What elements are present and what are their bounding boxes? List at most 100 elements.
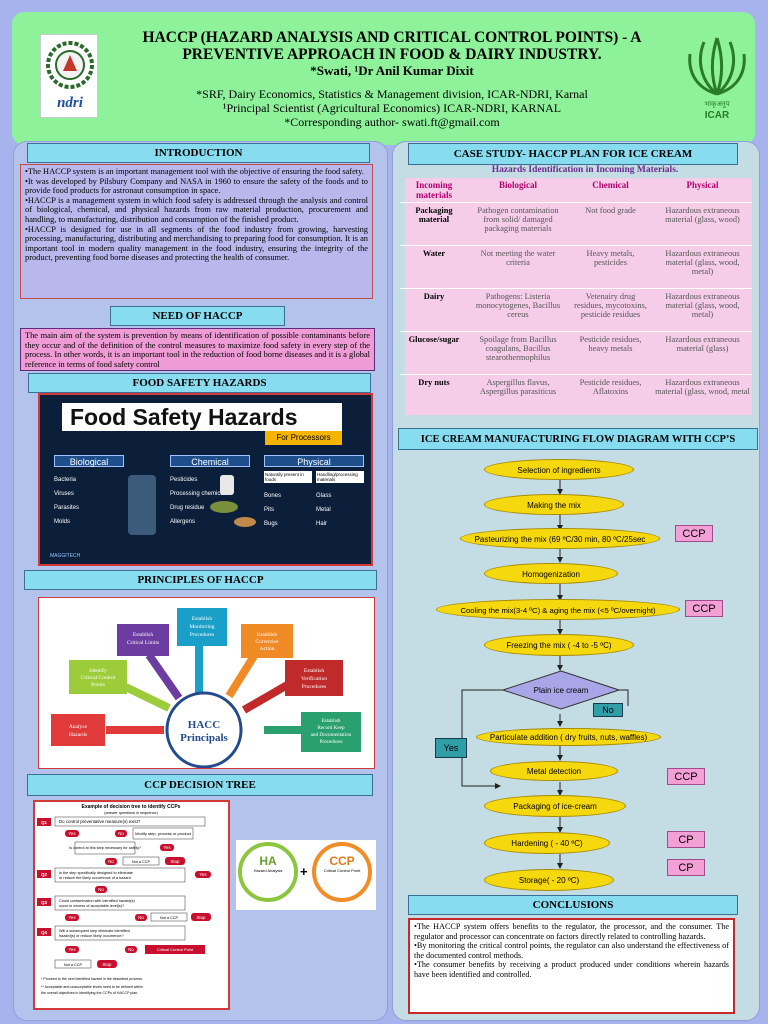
case-heading: CASE STUDY- HACCP PLAN FOR ICE CREAM xyxy=(408,143,738,165)
svg-text:Verification: Verification xyxy=(301,675,327,682)
svg-text:Procedures: Procedures xyxy=(302,684,326,690)
fsh-subtitle: For Processors xyxy=(265,431,342,445)
plus-sign: + xyxy=(300,864,308,879)
svg-text:Is the step specifically desig: Is the step specifically designed to eli… xyxy=(59,871,133,875)
svg-text:or reduce the likely occurrenc: or reduce the likely occurrence of a haz… xyxy=(59,876,131,880)
fsh-brand: MAGGITECH xyxy=(50,553,81,559)
svg-text:Plain ice cream: Plain ice cream xyxy=(534,686,589,695)
fsh-physical: Physical xyxy=(264,455,364,467)
svg-text:Record Keep: Record Keep xyxy=(317,725,345,731)
svg-text:the overall objectives in iden: the overall objectives in identifying th… xyxy=(41,991,138,995)
flow-step-8: Particulate addition ( dry fruits, nuts,… xyxy=(476,728,661,746)
fsh-phys-left: Naturally present in foods xyxy=(264,471,312,483)
cp-tag-storage: CP xyxy=(667,859,705,876)
cp-tag-hardening: CP xyxy=(667,831,705,848)
svg-text:Yes: Yes xyxy=(68,947,76,952)
microbe-image xyxy=(128,475,156,535)
fsh-heading: FOOD SAFETY HAZARDS xyxy=(28,373,371,393)
flow-step-1: Selection of ingredients xyxy=(484,459,634,480)
fsh-bio-item: Molds xyxy=(54,519,71,525)
intro-heading: INTRODUCTION xyxy=(27,143,370,163)
icar-logo: भाकृअनुप ICAR xyxy=(682,32,752,122)
svg-text:Establish: Establish xyxy=(304,668,324,674)
svg-text:Modify step, process or produc: Modify step, process or product xyxy=(135,831,192,836)
svg-text:Establish: Establish xyxy=(321,718,340,724)
fsh-chem-item: Processing chemicals xyxy=(170,491,229,497)
svg-text:Not a CCP: Not a CCP xyxy=(64,963,83,967)
poster-title: HACCP (HAZARD ANALYSIS AND CRITICAL CONT… xyxy=(142,29,642,63)
flow-step-4: Homogenization xyxy=(484,563,618,584)
hazard-table: Incoming materials Biological Chemical P… xyxy=(400,178,752,418)
svg-text:Not a CCP: Not a CCP xyxy=(132,860,151,864)
svg-text:Q4: Q4 xyxy=(41,930,47,935)
flow-step-2: Making the mix xyxy=(484,494,624,515)
authors: *Swati, ¹Dr Anil Kumar Dixit xyxy=(310,63,474,78)
flow-step-12: Storage( - 20 ºC) xyxy=(484,869,614,891)
fsh-biological: Biological xyxy=(54,455,124,467)
svg-text:No: No xyxy=(108,859,114,864)
fsh-chemical: Chemical xyxy=(170,455,250,467)
ndri-logo: ndri xyxy=(40,34,98,118)
svg-text:भाकृअनुप: भाकृअनुप xyxy=(704,101,730,108)
svg-text:Yes: Yes xyxy=(199,872,207,877)
svg-text:No: No xyxy=(98,887,104,892)
svg-text:Establish: Establish xyxy=(133,632,153,638)
svg-text:hazard(s) or reduce likely occ: hazard(s) or reduce likely occurrence? xyxy=(59,934,124,938)
dtree-title: Example of decision tree to identify CCP… xyxy=(82,804,181,810)
svg-text:Critical Control: Critical Control xyxy=(81,675,116,681)
fsh-title: Food Safety Hazards xyxy=(62,403,342,431)
col-header: Physical xyxy=(686,180,719,190)
flow-step-3: Pasteurizing the mix (69 ºC/30 min, 80 º… xyxy=(460,528,660,549)
col-header: Incoming materials xyxy=(415,180,453,200)
svg-text:Hazards: Hazards xyxy=(69,732,87,738)
dtree-q1: Do control preventative measure(s) exist… xyxy=(59,819,141,824)
intro-text: •The HACCP system is an important manage… xyxy=(20,164,373,299)
principles-center-line2: Principals xyxy=(180,732,228,744)
svg-text:Stop: Stop xyxy=(170,859,180,864)
svg-text:No: No xyxy=(128,947,134,952)
ha-ccp-graphic: HA Hazard Analysis + CCP Critical Contro… xyxy=(236,840,376,910)
svg-text:Points: Points xyxy=(91,682,105,688)
fsh-phys-item: Hair xyxy=(316,521,328,527)
affiliation-3: *Corresponding author- swati.ft@gmail.co… xyxy=(284,115,500,129)
svg-text:Monitoring: Monitoring xyxy=(189,624,214,630)
flow-step-9: Metal detection xyxy=(490,761,618,781)
svg-text:Q2: Q2 xyxy=(41,872,47,877)
svg-text:Will a subsequent step elimina: Will a subsequent step eliminate identif… xyxy=(59,929,130,933)
ha-circle: HA Hazard Analysis xyxy=(238,842,298,902)
need-heading: NEED OF HACCP xyxy=(110,306,285,326)
ccp-tag-pasteurizing: CCP xyxy=(675,525,713,542)
svg-text:* Proceed to the next identif: * Proceed to the next identified hazard … xyxy=(41,977,143,981)
fsh-bio-item: Viruses xyxy=(54,491,74,497)
svg-text:Establish: Establish xyxy=(257,632,277,638)
svg-text:Action: Action xyxy=(260,646,275,652)
ccp-tag-cooling: CCP xyxy=(685,600,723,617)
fsh-biological-col: Biological Bacteria Viruses Parasites Mo… xyxy=(54,455,124,555)
flow-step-10: Packaging of ice-cream xyxy=(484,795,626,817)
svg-text:and Documentation: and Documentation xyxy=(311,732,352,738)
svg-text:Critical Control Point: Critical Control Point xyxy=(157,947,194,952)
conclusions-heading: CONCLUSIONS xyxy=(408,895,738,915)
svg-text:Establish: Establish xyxy=(192,616,212,622)
svg-text:Procedures: Procedures xyxy=(190,632,214,638)
dtree-sub: (answer questions in sequence) xyxy=(104,811,158,815)
fsh-chem-item: Drug residue xyxy=(170,505,205,511)
decision-heading: CCP DECISION TREE xyxy=(27,774,373,796)
ccp-decision-tree: Example of decision tree to identify CCP… xyxy=(33,800,230,1010)
svg-text:Stop: Stop xyxy=(196,915,206,920)
col-header: Chemical xyxy=(592,180,629,190)
svg-text:Is control at this step necess: Is control at this step necessary for sa… xyxy=(69,846,141,850)
ccp-tag-metal: CCP xyxy=(667,768,705,785)
svg-text:Not a CCP: Not a CCP xyxy=(160,916,179,920)
svg-text:ICAR: ICAR xyxy=(705,110,730,121)
fsh-chemical-col: Chemical Pesticides Processing chemicals… xyxy=(170,455,250,555)
fsh-phys-item: Glass xyxy=(316,493,332,499)
case-subheading: Hazards Identification in Incoming Mater… xyxy=(491,165,679,175)
fsh-phys-item: Pits xyxy=(264,507,275,513)
fsh-phys-item: Bones xyxy=(264,493,282,499)
svg-text:Analyze: Analyze xyxy=(69,724,88,730)
